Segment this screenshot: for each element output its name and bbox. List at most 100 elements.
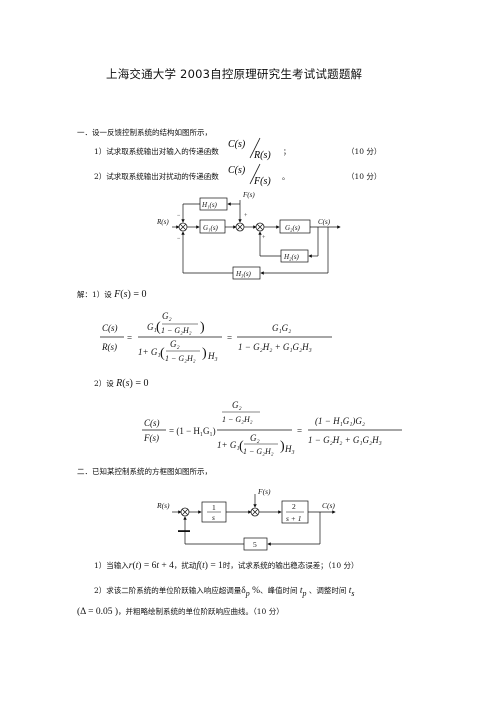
svg-text:G₂: G₂ — [170, 339, 180, 349]
q1-item1-text: 1）试求取系统输出对输入的传递函数 — [94, 147, 219, 156]
svg-text:C(s): C(s) — [228, 165, 246, 176]
q2-item1-tail: 时，试求系统的输出稳态误差；（10 分） — [222, 561, 359, 570]
svg-text:1+ G₁: 1+ G₁ — [217, 440, 239, 450]
svg-text:): ) — [200, 320, 205, 335]
q2-item2-mid: 、峰值时间 — [260, 586, 298, 595]
svg-text:5: 5 — [253, 540, 257, 549]
q1-solution-label-text: 解：1）设 — [77, 290, 112, 299]
svg-text:(: ( — [160, 346, 165, 361]
svg-text:R(s): R(s) — [253, 150, 271, 161]
q2-block-diagram: R(s) C(s) F(s) 1 s 2 s + 1 5 ▬▬ — [156, 487, 336, 551]
q1-sol-cond1: F — [114, 289, 121, 300]
svg-text:1 − G₂H₂: 1 − G₂H₂ — [165, 354, 196, 363]
q1-item2: 2）试求取系统输出对扰动的传递函数 — [94, 171, 219, 182]
svg-text:1 − G₂H₂: 1 − G₂H₂ — [243, 447, 274, 456]
q1-sol2-label-text: 2）设 — [94, 379, 114, 388]
svg-text:1+ G₁: 1+ G₁ — [138, 347, 160, 357]
q2-item1-eq1: r(t) = 6t + 4 — [128, 561, 174, 571]
svg-text:G₁(s): G₁(s) — [203, 224, 219, 232]
q2-heading: 二．已知某控制系统的方框图如图所示， — [77, 467, 212, 476]
svg-text:): ) — [280, 439, 285, 454]
svg-text:H₃: H₃ — [284, 444, 295, 454]
svg-text:C(s): C(s) — [228, 139, 246, 150]
q1-heading: 一．设一反馈控制系统的结构如图所示， — [77, 128, 212, 137]
q2-item1-eq2: f(t) = 1 — [196, 561, 223, 571]
svg-text:C(s): C(s) — [318, 218, 331, 226]
svg-text:C(s): C(s) — [144, 418, 160, 428]
q1-block-diagram: R(s) C(s) F(s) H₁(s) G₁(s) G₂(s) H₂(s) H… — [156, 191, 341, 280]
q2-item2-tp: tp — [299, 586, 307, 598]
q1-sol2-label: 2）设 R(s) = 0 — [94, 378, 149, 389]
q2-item2-line2-text: ，并粗略绘制系统的单位阶跃响应曲线。（10 分） — [118, 607, 284, 616]
svg-text:G₂: G₂ — [232, 400, 242, 410]
svg-text:1 − G₂H₂: 1 − G₂H₂ — [161, 326, 192, 335]
svg-text:−: − — [177, 213, 181, 219]
svg-text:H₃: H₃ — [207, 351, 218, 361]
svg-text:C(s): C(s) — [322, 501, 335, 510]
q1-item2-frac: C(s) F(s) — [228, 163, 271, 187]
svg-text:H₁(s): H₁(s) — [201, 201, 218, 209]
q1-sol-cond2c: s — [125, 378, 130, 389]
q1-sol-cond1b: ( — [120, 289, 124, 300]
svg-text:H₃(s): H₃(s) — [235, 270, 252, 278]
q1-solution-eq2: C(s) F(s) = (1 − H₁G₁) G₂ 1 − G₂H₂ 1+ G₁… — [142, 400, 402, 456]
svg-text:R(s): R(s) — [156, 501, 170, 510]
q1-item2-tail: 。 — [282, 172, 290, 181]
q1-item1-frac: C(s) R(s) — [228, 137, 271, 161]
svg-text:=: = — [127, 333, 132, 343]
q2-item2-overshoot: δp % — [241, 586, 261, 598]
q2-item2-mid2: 、调整时间 — [308, 586, 347, 595]
svg-text:R(s): R(s) — [156, 218, 169, 226]
q2-item2-ts: ts — [348, 586, 355, 598]
svg-text:+: + — [262, 235, 266, 241]
q1-sol-cond2: R — [116, 378, 123, 389]
svg-text:1: 1 — [212, 503, 216, 512]
q1-sol-cond2d: ) = 0 — [129, 378, 149, 389]
svg-text:1 − G₂H₂ + G₁G₂H₃: 1 − G₂H₂ + G₁G₂H₃ — [238, 342, 312, 352]
svg-text:G₂: G₂ — [162, 311, 172, 321]
svg-text:=: = — [297, 426, 302, 436]
svg-text:): ) — [202, 346, 207, 361]
svg-text:1 − G₂H₂: 1 − G₂H₂ — [222, 415, 253, 424]
q1-solution-eq1: C(s) R(s) = G₂ G₁ ( 1 − G₂H₂ ) 1+ G₁ ( G… — [100, 311, 332, 363]
q1-sol-cond2b: ( — [122, 378, 126, 389]
q1-solution-label: 解：1）设 F(s) = 0 — [77, 289, 147, 300]
svg-text:C(s): C(s) — [102, 323, 118, 333]
q1-sol-cond1c: s — [123, 289, 128, 300]
q2-item1-text: 1）当输入 — [94, 561, 129, 570]
svg-text:s + 1: s + 1 — [286, 514, 301, 523]
svg-text:F(s): F(s) — [242, 191, 255, 199]
q2-item2-text: 2）求该二阶系统的单位阶跃输入响应超调量 — [94, 586, 242, 595]
svg-text:(: ( — [156, 320, 161, 335]
svg-text:F(s): F(s) — [257, 487, 271, 496]
q2-item2: 2）求该二阶系统的单位阶跃输入响应超调量δp %、峰值时间 tp 、调整时间 t… — [94, 585, 354, 598]
q1-sol-cond1d: ) = 0 — [127, 289, 147, 300]
svg-text:R(s): R(s) — [101, 342, 117, 352]
svg-text:F(s): F(s) — [143, 433, 159, 443]
svg-text:G₁G₂: G₁G₂ — [272, 323, 291, 333]
svg-text:= (1 − H₁G₁): = (1 − H₁G₁) — [169, 426, 216, 436]
svg-text:s: s — [212, 513, 215, 522]
svg-text:−: − — [177, 236, 181, 242]
svg-text:=: = — [227, 333, 232, 343]
q1-item2-score: （10 分） — [347, 172, 382, 181]
svg-text:1 − G₂H₂ + G₁G₂H₃: 1 − G₂H₂ + G₁G₂H₃ — [308, 435, 382, 445]
q2-item1-mid: ，扰动 — [173, 561, 197, 570]
svg-text:G₁: G₁ — [147, 322, 157, 332]
svg-text:F(s): F(s) — [253, 176, 271, 187]
q2-delta: (Δ = 0.05 ) — [77, 607, 119, 617]
svg-text:G₂: G₂ — [250, 433, 260, 443]
q1-item2-text: 2）试求取系统输出对扰动的传递函数 — [94, 172, 219, 181]
q1-item1-score: （10 分） — [347, 147, 382, 156]
svg-text:2: 2 — [292, 502, 296, 511]
page-title: 上海交通大学 2003自控原理研究生考试试题题解 — [106, 67, 363, 81]
q2-item2-line2: (Δ = 0.05 )，并粗略绘制系统的单位阶跃响应曲线。（10 分） — [77, 606, 284, 617]
q1-item1: 1）试求取系统输出对输入的传递函数 — [94, 146, 219, 157]
svg-text:+: + — [244, 213, 248, 219]
svg-text:H₂(s): H₂(s) — [283, 253, 300, 261]
q2-item1: 1）当输入r(t) = 6t + 4，扰动f(t) = 1时，试求系统的输出稳态… — [94, 560, 359, 571]
q1-item1-tail: ； — [283, 147, 291, 156]
svg-text:▬▬: ▬▬ — [178, 528, 190, 534]
svg-text:(1 − H₁G₁)G₂: (1 − H₁G₁)G₂ — [315, 416, 365, 426]
svg-text:G₂(s): G₂(s) — [285, 224, 301, 232]
